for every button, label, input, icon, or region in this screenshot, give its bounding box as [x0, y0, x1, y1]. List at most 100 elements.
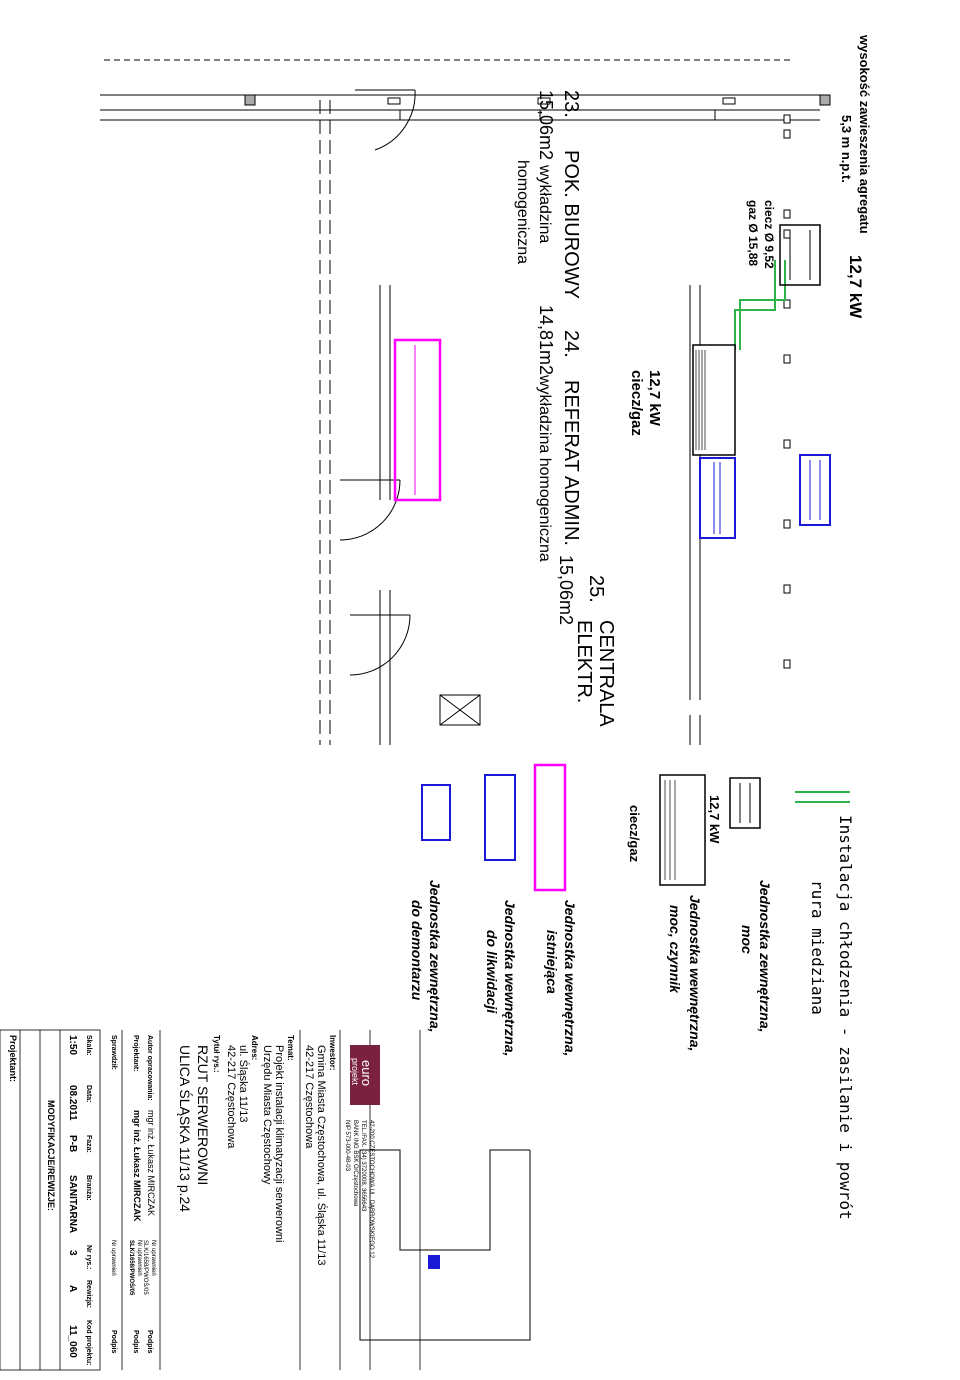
legend-indoor-line1: Jednostka wewnętrzna,	[687, 895, 703, 1051]
legend-indoor-medium: ciecz/gaz	[627, 805, 642, 863]
outdoor-power-label: 12,7 kW	[846, 255, 865, 319]
pipe-route-2	[734, 260, 776, 350]
person3-permit-label: Nr uprawnień	[110, 1240, 116, 1276]
person1-name: mgr inż. Łukasz MIRCZAK	[146, 1110, 156, 1216]
person3-sign: Podpis	[110, 1330, 117, 1353]
outdoor-unit-new	[779, 224, 821, 286]
hdr-project-code: Kod projektu:	[85, 1320, 92, 1366]
room23-area: 15,06m2	[536, 90, 556, 160]
person2-permit: SLK/1658/PWOŚ/05	[128, 1240, 135, 1296]
outdoor-unit-to-remove	[799, 454, 831, 526]
person1-permit: SLK/1658/PWOŚ/05	[142, 1240, 150, 1295]
subject-line-1: Projekt instalacji klimatyzacji serwerow…	[273, 1045, 285, 1242]
hdr-phase: Faza:	[85, 1135, 92, 1153]
room23-floor2: homogeniczna	[514, 160, 531, 264]
val-branch: SANITARNA	[67, 1175, 78, 1233]
drawing-title-line-2: ULICA ŚLĄSKA 11/13 p.24	[177, 1045, 194, 1212]
legend-outdoor-line2: moc	[739, 925, 755, 954]
indoor-unit-to-remove	[699, 457, 736, 539]
legend-existing-line2: istniejąca	[544, 930, 560, 994]
pipe-liquid-label: ciecz Ø 9,52	[762, 200, 776, 269]
window-markers	[783, 114, 791, 669]
height-note-line1: wysokość zawieszenia agregatu	[857, 34, 872, 234]
val-revision: A	[67, 1285, 78, 1292]
legend-line-title: Instalacja chłodzenia - zasilanie i powr…	[836, 815, 855, 1220]
legend-indoor-icon	[659, 774, 706, 886]
plan-indoor-power: 12,7 kW	[646, 370, 663, 427]
room25-area: 15,06m2	[556, 555, 576, 625]
revisions-label: MODYFIKACJE/REWIZJE:	[46, 1100, 56, 1211]
hdr-branch: Branża:	[85, 1175, 92, 1201]
val-date: 08.2011	[67, 1085, 78, 1121]
legend-indoor-power: 12,7 kW	[707, 795, 722, 844]
person2-sign: Podpis	[132, 1330, 139, 1353]
room23-floor: wykładzina	[536, 164, 553, 243]
door-swings	[339, 89, 416, 676]
investor-line-1: Gmina Miasta Częstochowa, ul. Śląska 11/…	[315, 1045, 328, 1266]
legend-outdoor-line1: Jednostka zewnętrzna,	[757, 880, 773, 1033]
drawing-title-line-1: RZUT SERWEROWNI	[195, 1045, 211, 1185]
logo-top: euro	[359, 1060, 374, 1086]
logo-box	[350, 1045, 380, 1105]
logo-bottom: projekt	[350, 1058, 360, 1086]
company-line-4: NIP 573-000-48-03	[344, 1120, 350, 1172]
room24-area: 14,81m2	[536, 305, 556, 375]
address-line-2: 42-217 Częstochowa	[225, 1045, 237, 1149]
room23-no: 23.	[560, 90, 582, 118]
designer-label: Projektant:	[8, 1035, 18, 1082]
company-line-1: 42-200 CZĘSTOCHOWA UL. DĄBROWSKIEGO 12	[368, 1120, 374, 1259]
legend-outdoor-icon	[729, 777, 761, 829]
val-scale: 1:50	[67, 1035, 78, 1055]
title-block	[0, 1029, 421, 1371]
legend-remove-indoor-line2: do likwidacji	[484, 930, 500, 1014]
room25-name2: ELEKTR.	[573, 620, 595, 703]
legend-line-subtitle: rura miedziana	[808, 880, 827, 1015]
subject-label: Temat:	[286, 1035, 295, 1061]
legend-remove-outdoor-line2: do demontarzu	[409, 900, 425, 1001]
title-block-text: Projektant: euro projekt 42-200 CZĘSTOCH…	[8, 1035, 374, 1366]
legend-existing-line1: Jednostka wewnętrzna,	[562, 900, 578, 1056]
legend-remove-indoor-line1: Jednostka wewnętrzna,	[502, 900, 518, 1056]
legend-indoor-line2: moc, czynnik	[667, 905, 683, 994]
room23-name: POK. BIUROWY	[560, 150, 582, 299]
plan-indoor-medium: ciecz/gaz	[628, 370, 645, 436]
hdr-drawing-no: Nr rys.:	[85, 1245, 92, 1270]
person1-sign: Podpis	[146, 1330, 153, 1353]
building-walls	[100, 59, 831, 745]
person3-role: Sprawdził:	[110, 1035, 117, 1070]
company-line-2: TEL./FAX. (34) 3720008, 3656643	[360, 1120, 366, 1212]
legend-remove-outdoor-icon	[421, 784, 451, 841]
cooling-pipes	[734, 260, 786, 350]
person1-role: Autor opracowania:	[146, 1035, 153, 1101]
val-drawing-no: 3	[67, 1250, 78, 1256]
legend: Instalacja chłodzenia - zasilanie i powr…	[409, 763, 855, 1220]
drawing-title-label: Tytuł rys.:	[212, 1035, 221, 1073]
val-phase: P-B	[67, 1135, 78, 1152]
legend-remove-outdoor-line1: Jednostka zewnętrzna,	[427, 880, 443, 1033]
investor-line-2: 42-217 Częstochowa	[303, 1045, 315, 1149]
person2-role: Projektant:	[132, 1035, 139, 1072]
room24-name: REFERAT ADMIN.	[560, 380, 582, 546]
height-note-line2: 5,3 m n.p.t.	[839, 115, 854, 183]
val-project-code: 11_060	[67, 1325, 78, 1358]
room24-no: 24.	[560, 330, 582, 358]
key-plan	[359, 1149, 531, 1341]
room24-floor: wykładzina homogeniczna	[536, 374, 553, 562]
person1-permit-label: Nr uprawnień	[150, 1240, 156, 1276]
hdr-revision: Rewizja:	[85, 1280, 92, 1308]
indoor-unit-existing	[393, 338, 442, 502]
person2-permit-label: Nr uprawnień	[136, 1240, 142, 1276]
hdr-date: Data:	[85, 1085, 92, 1103]
address-line-1: ul. Śląska 11/13	[237, 1045, 250, 1122]
room25-name: CENTRALA	[595, 620, 617, 727]
subject-line-2: Urzędu Miasta Częstochowy	[261, 1045, 273, 1185]
indoor-unit-new	[692, 344, 736, 456]
plan-labels: wysokość zawieszenia agregatu 5,3 m n.p.…	[514, 34, 872, 727]
company-line-3: BANK ING BSK O/Częstochowa	[352, 1120, 358, 1207]
hdr-scale: Skala:	[85, 1035, 92, 1056]
legend-existing-icon	[533, 763, 567, 892]
pipe-route-1	[739, 260, 786, 350]
legend-remove-indoor-icon	[484, 774, 516, 861]
